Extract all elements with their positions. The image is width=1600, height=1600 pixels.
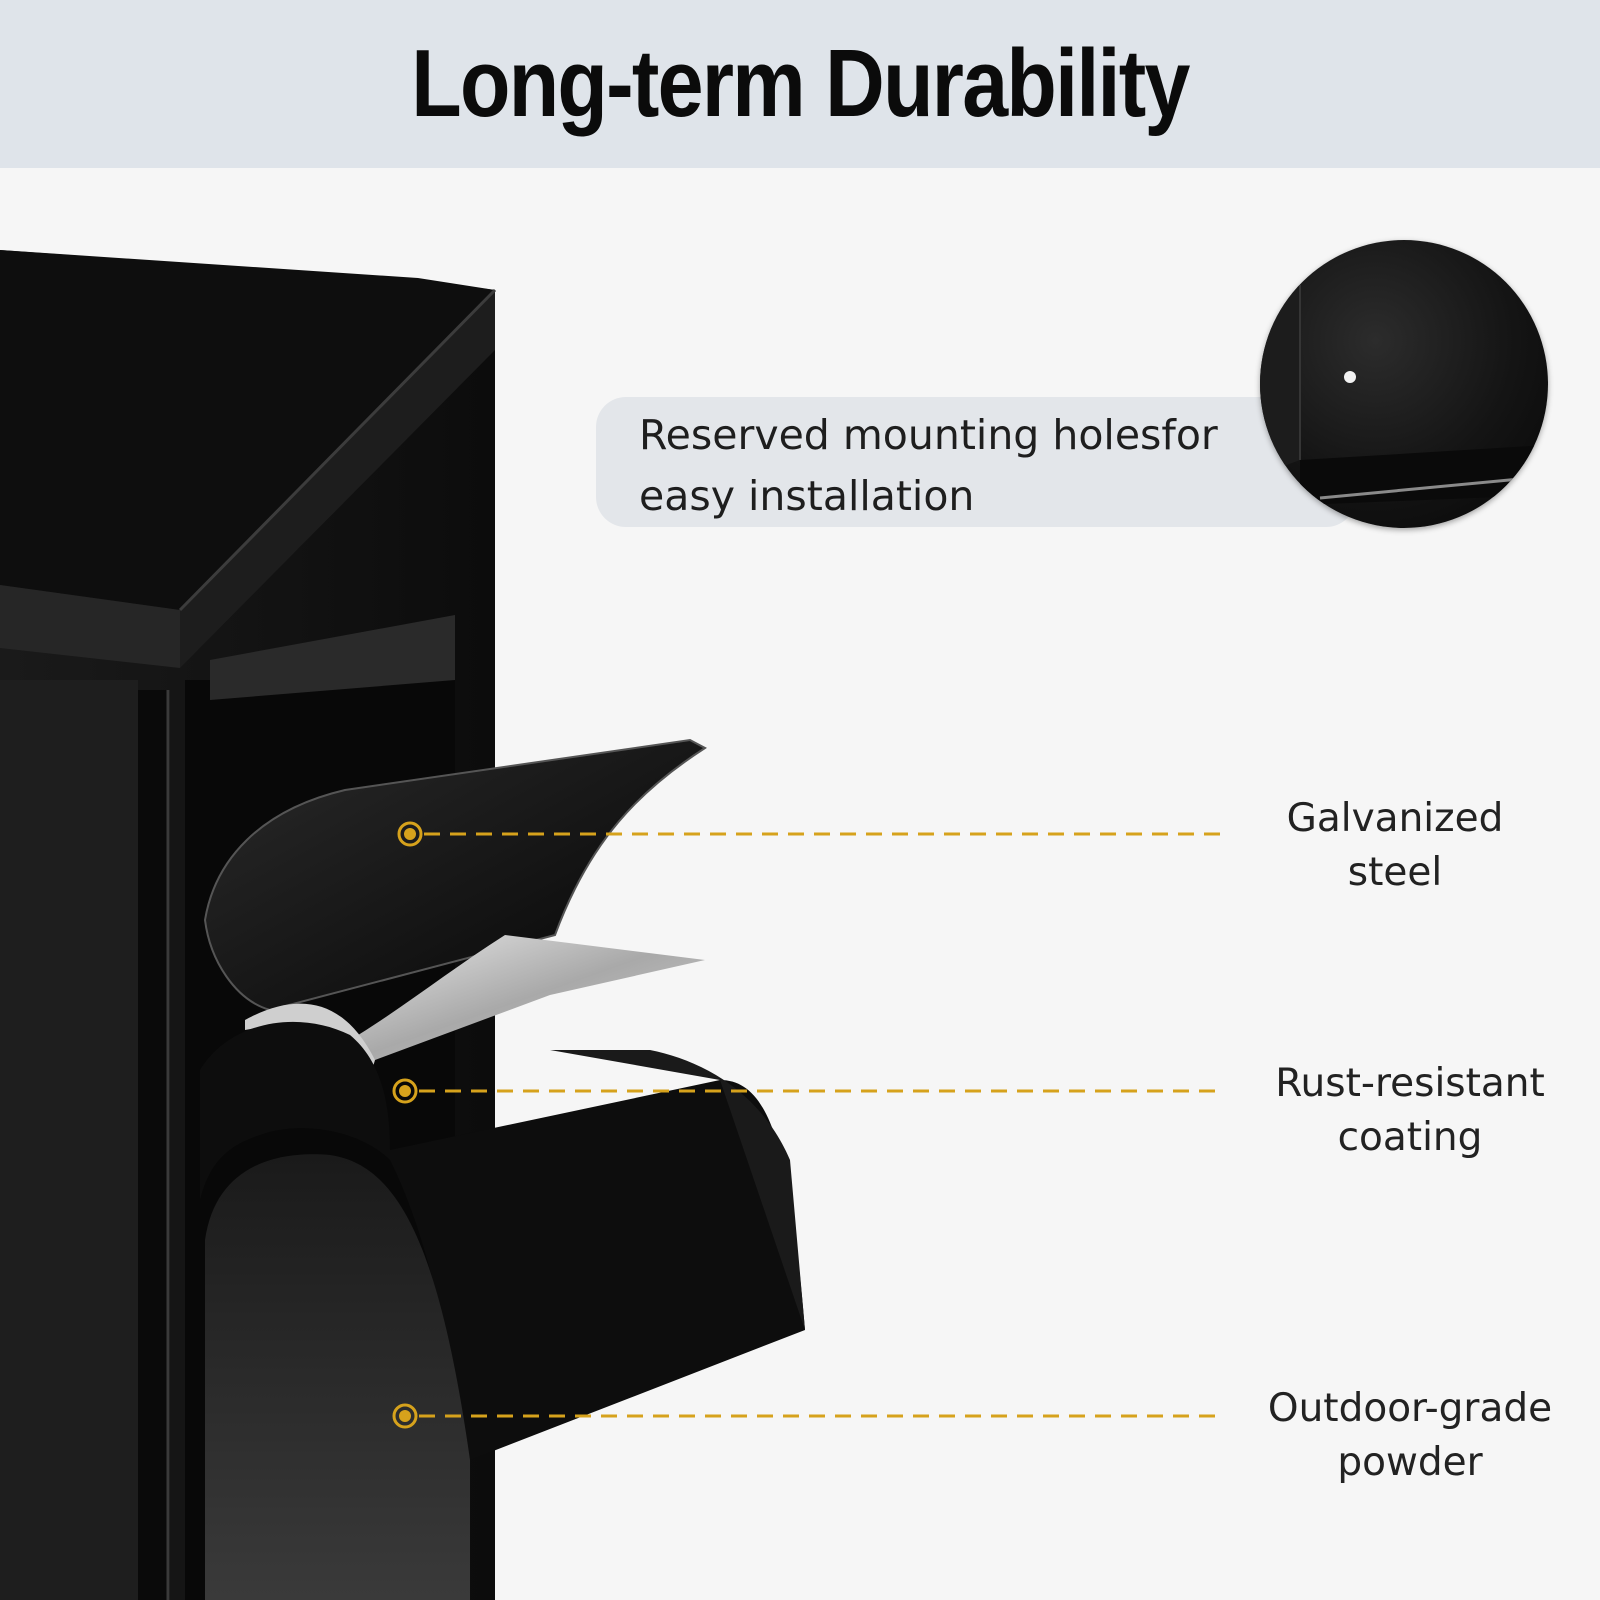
- middle-flap: [200, 1021, 805, 1460]
- feature-galvanized-line-2: steel: [1347, 850, 1443, 895]
- mounting-holes-callout: [596, 397, 1356, 527]
- lower-panel: [205, 1154, 470, 1600]
- feature-outdoor-line-2: powder: [1337, 1440, 1483, 1485]
- leader-line-galvanized: [397, 821, 1222, 847]
- mounting-hole-detail: [1260, 285, 1548, 505]
- feature-label-outdoor-grade: Outdoor-grade powder: [1250, 1382, 1570, 1490]
- feature-label-rust-resistant: Rust-resistant coating: [1255, 1057, 1565, 1165]
- leader-line-outdoor-grade: [392, 1403, 1217, 1429]
- mounting-hole-icon: [1344, 371, 1356, 383]
- mounting-hole-zoom: [1260, 240, 1548, 528]
- feature-rust-line-2: coating: [1337, 1115, 1483, 1160]
- feature-outdoor-line-1: Outdoor-grade: [1267, 1386, 1553, 1431]
- callout-line-1: Reserved mounting holesfor: [639, 411, 1218, 459]
- leader-line-rust-resistant: [392, 1078, 1217, 1104]
- mounting-holes-text: Reserved mounting holesfor easy installa…: [639, 405, 1259, 527]
- feature-galvanized-line-1: Galvanized: [1286, 796, 1504, 841]
- header-banner: Long-term Durability: [0, 0, 1600, 168]
- callout-line-2: easy installation: [639, 472, 975, 520]
- page-title: Long-term Durability: [411, 30, 1190, 137]
- feature-label-galvanized: Galvanized steel: [1245, 792, 1545, 900]
- feature-rust-line-1: Rust-resistant: [1275, 1061, 1545, 1106]
- upper-flap: [203, 738, 707, 1012]
- silver-plate: [350, 935, 705, 1060]
